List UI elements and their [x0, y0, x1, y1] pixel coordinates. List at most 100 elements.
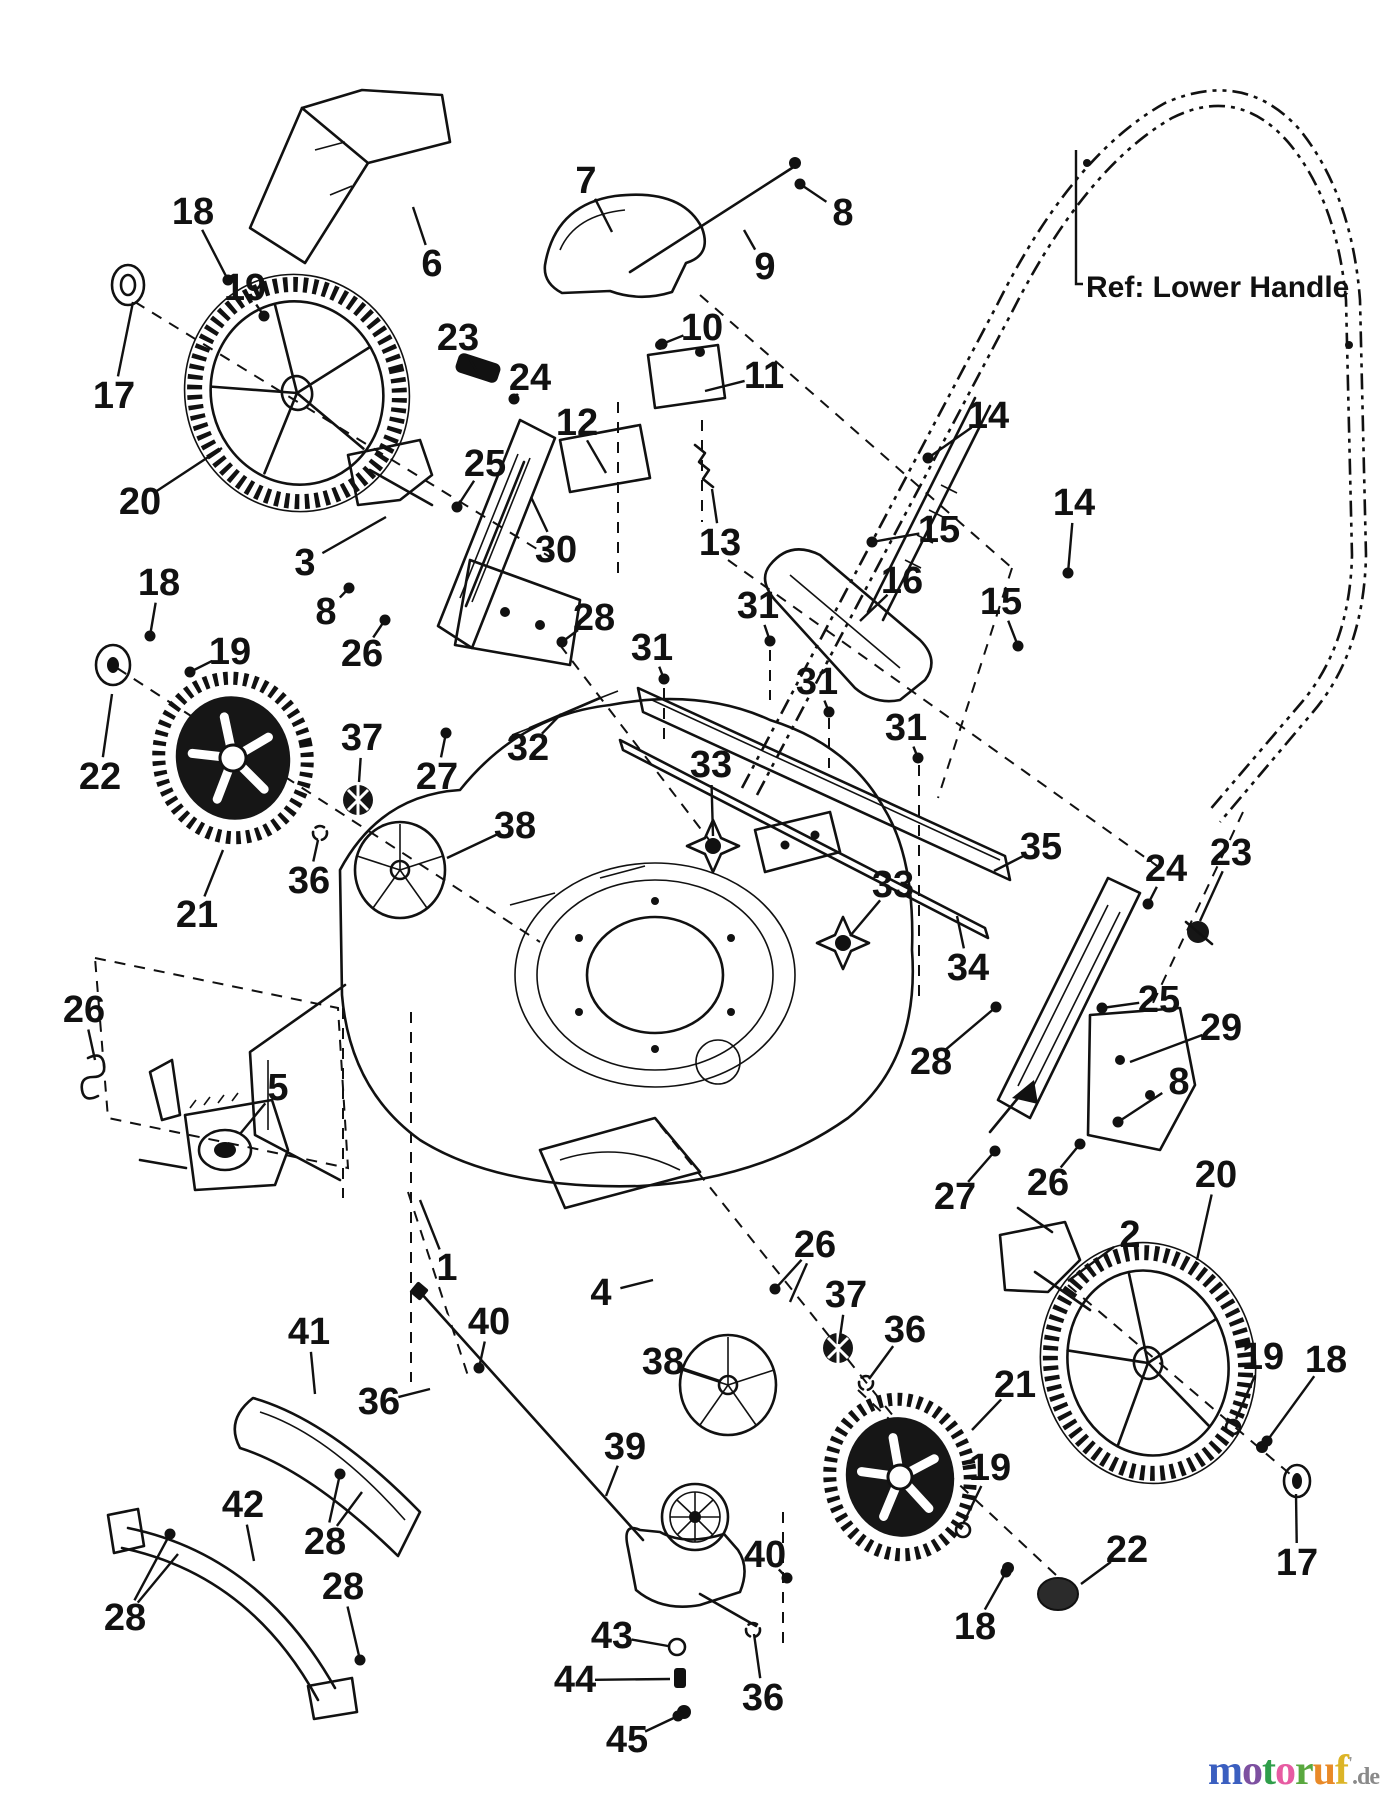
- part-label-14: 14: [1053, 482, 1095, 524]
- leader-line: [335, 1491, 363, 1527]
- part-label-31: 31: [796, 661, 838, 703]
- part-label-19: 19: [1242, 1336, 1284, 1378]
- hubcap-17-left-inner: [119, 273, 137, 297]
- leader-line: [1129, 1033, 1203, 1064]
- leader-line: [239, 1102, 267, 1135]
- wheel-front-left: [183, 273, 411, 513]
- dust-cover-left: [353, 820, 447, 920]
- part-label-17: 17: [93, 375, 135, 417]
- part-label-33: 33: [690, 744, 732, 786]
- part-label-20: 20: [1195, 1154, 1237, 1196]
- part-label-11: 11: [744, 355, 784, 397]
- fastener-dot: [440, 727, 452, 739]
- part-label-26: 26: [63, 989, 105, 1031]
- rear-guard-42: [106, 1507, 359, 1721]
- part-label-10: 10: [681, 307, 723, 349]
- mower-deck: [248, 697, 915, 1210]
- part-label-31: 31: [737, 585, 779, 627]
- leader-line: [346, 1606, 362, 1661]
- part-label-28: 28: [104, 1597, 146, 1639]
- part-label-14: 14: [967, 395, 1009, 437]
- part-label-41: 41: [288, 1311, 330, 1353]
- fastener-dot: [1000, 1566, 1012, 1578]
- leader-line: [357, 757, 362, 783]
- part-label-17: 17: [1276, 1542, 1318, 1584]
- part-label-18: 18: [954, 1606, 996, 1648]
- fastener-dot: [508, 393, 520, 405]
- leader-line: [148, 602, 157, 637]
- watermark-letter: t: [1261, 1748, 1276, 1794]
- leader-line: [101, 693, 114, 758]
- part-label-27: 27: [416, 756, 458, 798]
- part-label-8: 8: [1168, 1061, 1189, 1103]
- leader-line: [328, 1473, 342, 1523]
- leader-line: [201, 229, 230, 281]
- leader-line: [620, 1278, 654, 1290]
- fastener-dot: [144, 630, 156, 642]
- leader-line: [631, 1638, 669, 1648]
- fastener-dot: [343, 582, 355, 594]
- part-label-36: 36: [742, 1677, 784, 1719]
- part-label-29: 29: [1200, 1007, 1242, 1049]
- leader-line: [446, 833, 498, 860]
- handle-mount-arm-left: [436, 418, 582, 667]
- fastener-dot: [989, 1145, 1001, 1157]
- watermark-suffix: .de: [1352, 1764, 1380, 1790]
- fastener-dot: [184, 666, 196, 678]
- gearbox: [625, 1482, 758, 1628]
- leader-line: [116, 301, 135, 377]
- fastener-dot: [379, 614, 391, 626]
- leader-line: [309, 1351, 317, 1395]
- part-label-18: 18: [1305, 1339, 1347, 1381]
- hubcap-22-left: [94, 643, 132, 687]
- fastener-dot: [922, 452, 934, 464]
- handle-mount-arm-right: [996, 876, 1214, 1152]
- fastener-dot: [164, 1528, 176, 1540]
- fastener-dot: [258, 310, 270, 322]
- leader-line: [774, 1258, 803, 1290]
- part-label-5: 5: [267, 1067, 288, 1109]
- part-label-28: 28: [322, 1566, 364, 1608]
- leader-line: [955, 915, 966, 949]
- part-label-15: 15: [980, 581, 1022, 623]
- fastener-dot: [764, 635, 776, 647]
- blade-adapter-33a: [685, 818, 741, 874]
- watermark-letter: f: [1334, 1748, 1349, 1794]
- bracket-plate-group: [558, 340, 727, 494]
- fastener-dot: [222, 274, 234, 286]
- fastener-dot: [1261, 1435, 1273, 1447]
- part-label-24: 24: [1145, 848, 1187, 890]
- wheel-rear-right-large: [1039, 1241, 1257, 1485]
- part-label-33: 33: [872, 864, 914, 906]
- part-label-26: 26: [794, 1224, 836, 1266]
- part-label-13: 13: [699, 522, 741, 564]
- fastener-dot: [354, 1654, 366, 1666]
- part-label-35: 35: [1020, 826, 1062, 868]
- part-label-18: 18: [172, 191, 214, 233]
- leader-line: [1066, 522, 1074, 574]
- leader-line: [1234, 1374, 1257, 1420]
- part-label-45: 45: [606, 1719, 648, 1761]
- leader-line: [967, 1150, 996, 1183]
- leader-line: [837, 1314, 845, 1345]
- part-label-18: 18: [138, 562, 180, 604]
- leader-line: [398, 1387, 431, 1399]
- fastener-dot: [451, 501, 463, 513]
- watermark-letter: r: [1294, 1748, 1314, 1794]
- part-label-40: 40: [468, 1301, 510, 1343]
- part-label-37: 37: [825, 1274, 867, 1316]
- leader-line: [1080, 1560, 1112, 1585]
- drive-shaft-39: [409, 1281, 648, 1542]
- leader-line: [1294, 1493, 1298, 1544]
- part-label-38: 38: [642, 1341, 684, 1383]
- leader-line: [961, 1485, 983, 1525]
- leader-line: [945, 1006, 997, 1050]
- fastener-dot: [866, 536, 878, 548]
- leader-line: [321, 515, 387, 555]
- part-label-26: 26: [341, 633, 383, 675]
- part-label-19: 19: [209, 631, 251, 673]
- leader-line: [203, 849, 225, 897]
